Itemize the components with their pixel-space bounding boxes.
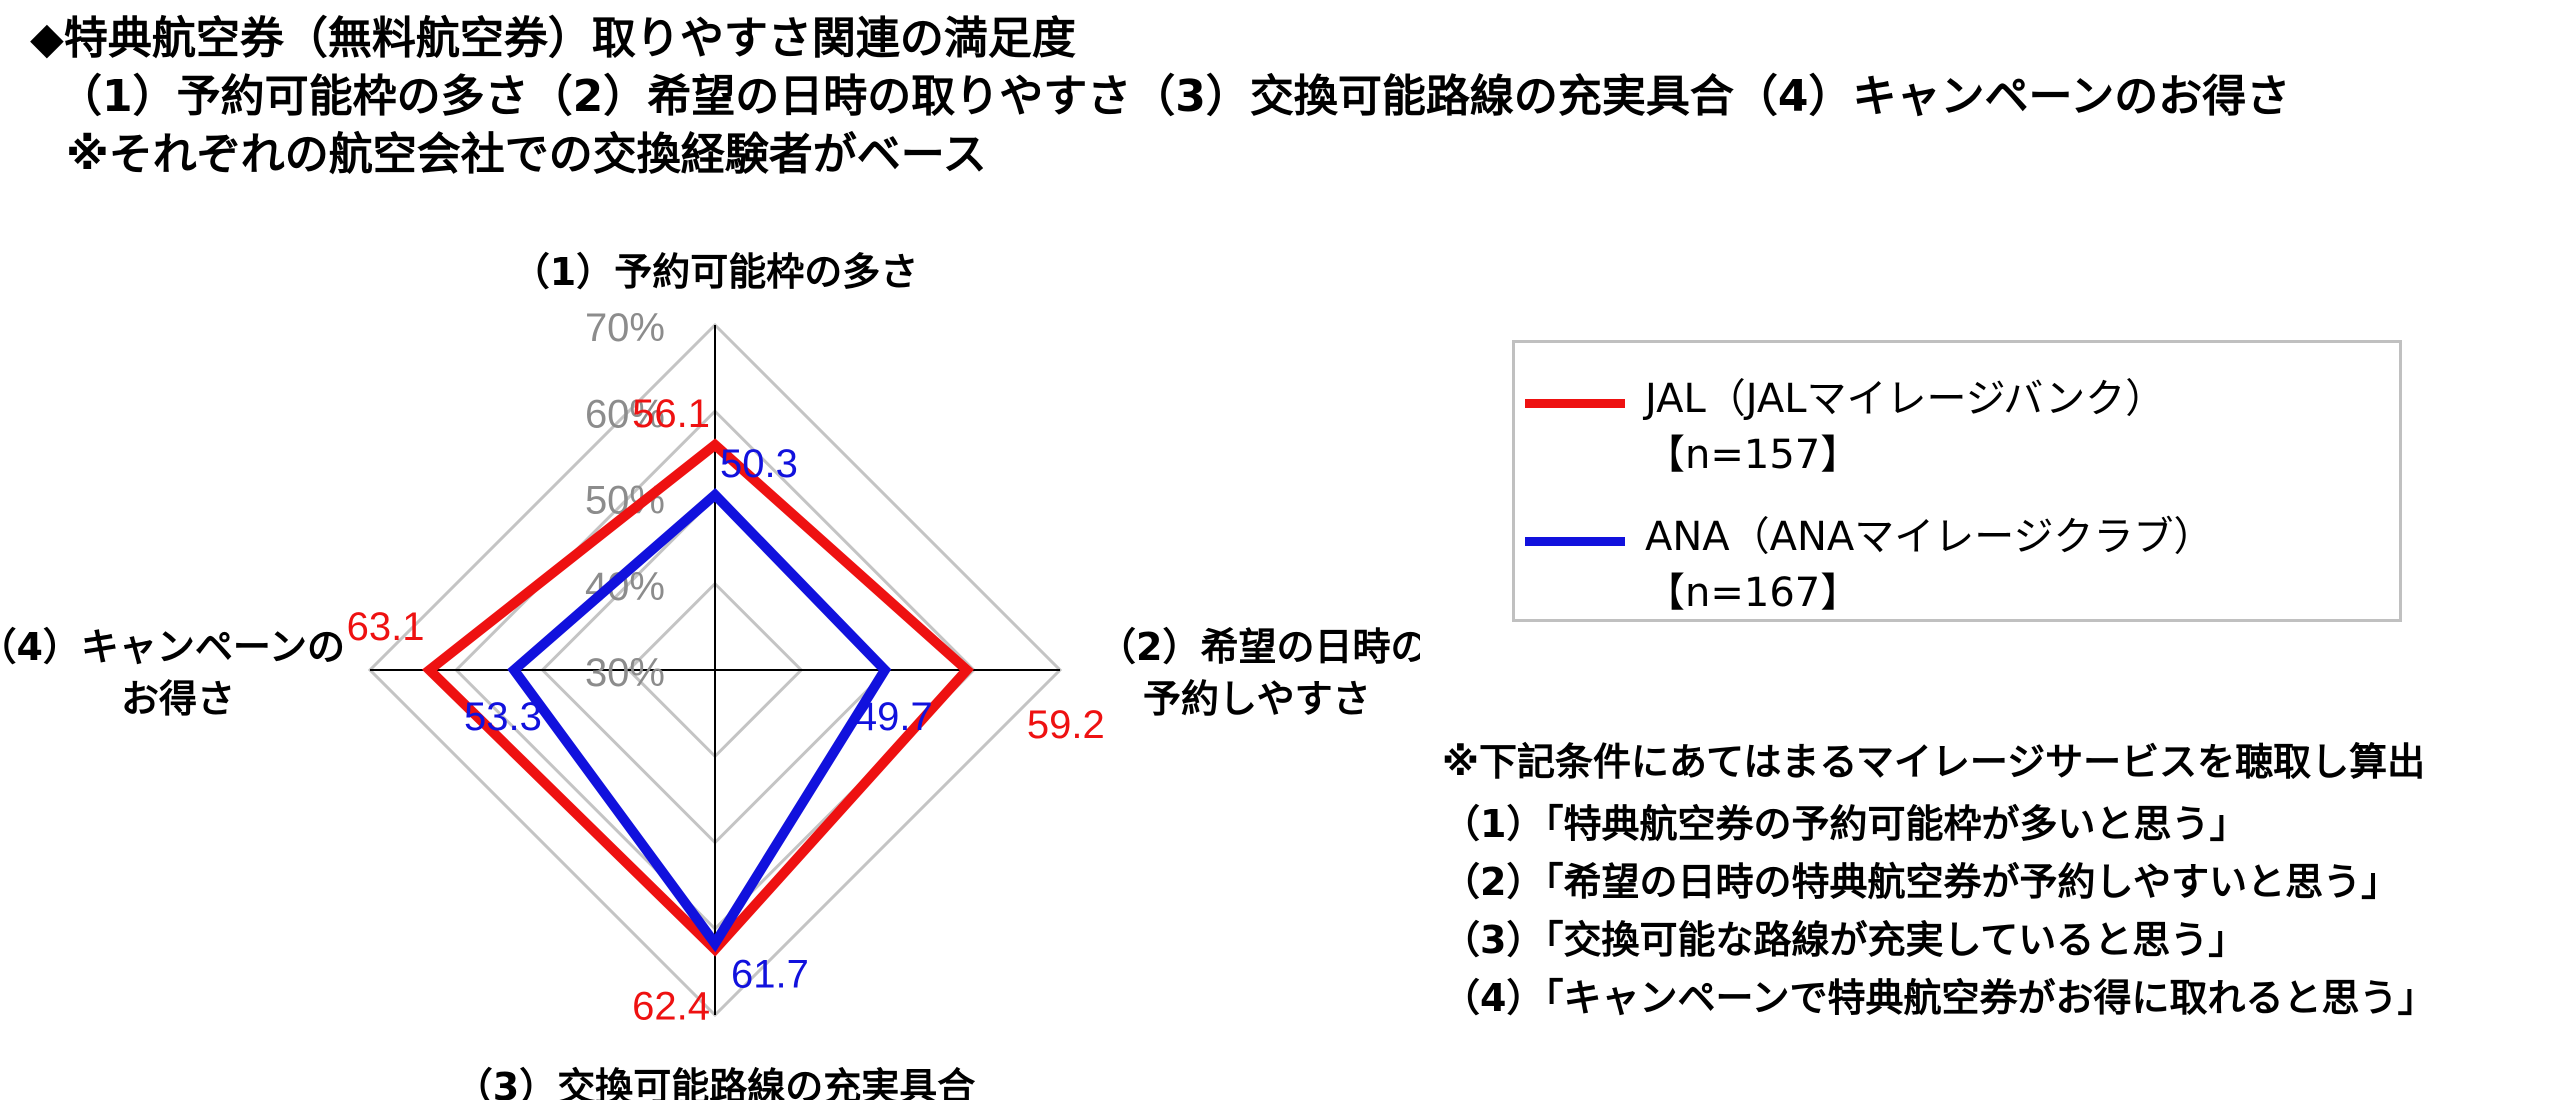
note-item-4: （4）「キャンペーンで特典航空券がお得に取れると思う」 (1442, 976, 2436, 1020)
radar-chart: 30%40%50%60%70%56.159.262.463.150.349.76… (0, 250, 1420, 1100)
chart-subtitle-base: ※それぞれの航空会社での交換経験者がベース (66, 129, 987, 180)
series-line-1 (507, 488, 892, 953)
chart-subtitle-items: （1）予約可能枠の多さ（2）希望の日時の取りやすさ（3）交換可能路線の充実具合（… (58, 71, 2291, 122)
tick-label-0: 30% (585, 651, 665, 695)
legend-label-jal: JAL（JALマイレージバンク） (1645, 376, 2166, 422)
chart-title: ◆特典航空券（無料航空券）取りやすさ関連の満足度 (30, 13, 1076, 64)
value-label-s0-4: 63.1 (347, 605, 425, 649)
axis-label-1-1: （1）予約可能枠の多さ (512, 250, 918, 294)
axis-label-4-1: （4）キャンペーンの (0, 625, 345, 669)
notes: ※下記条件にあてはまるマイレージサービスを聴取し算出 （1）「特典航空券の予約可… (1442, 735, 2436, 1027)
axis-label-3-1: （3）交換可能路線の充実具合 (455, 1065, 975, 1100)
note-item-1: （1）「特典航空券の予約可能枠が多いと思う」 (1442, 802, 2248, 846)
value-label-s1-1: 50.3 (720, 442, 798, 486)
note-item-2: （2）「希望の日時の特典航空券が予約しやすいと思う」 (1442, 860, 2400, 904)
legend-item-jal: JAL（JALマイレージバンク） 【n=157】 (1525, 371, 2166, 483)
tick-label-4: 70% (585, 306, 665, 350)
value-label-s1-4: 53.3 (464, 695, 542, 739)
axis-label-4-2: お得さ (121, 677, 235, 721)
axis-label-2-1: （2）希望の日時の (1098, 625, 1420, 669)
legend-item-ana: ANA（ANAマイレージクラブ） 【n=167】 (1525, 509, 2214, 621)
title-block: ◆特典航空券（無料航空券）取りやすさ関連の満足度 （1）予約可能枠の多さ（2）希… (30, 10, 2290, 184)
notes-heading: ※下記条件にあてはまるマイレージサービスを聴取し算出 (1442, 740, 2426, 784)
value-label-s1-3: 61.7 (731, 952, 809, 996)
legend-swatch-ana (1525, 537, 1625, 546)
note-item-3: （3）「交換可能な路線が充実していると思う」 (1442, 918, 2247, 962)
legend-swatch-jal (1525, 399, 1625, 408)
tick-label-3: 60% (585, 392, 665, 436)
value-label-s1-2: 49.7 (855, 695, 933, 739)
value-label-s0-3: 62.4 (632, 984, 710, 1028)
legend: JAL（JALマイレージバンク） 【n=157】 ANA（ANAマイレージクラブ… (1512, 340, 2402, 622)
axis-label-2-2: 予約しやすさ (1143, 677, 1371, 721)
value-label-s0-1: 56.1 (632, 392, 710, 436)
legend-n-jal: 【n=157】 (1645, 432, 1861, 478)
legend-n-ana: 【n=167】 (1645, 570, 1861, 616)
value-label-s0-2: 59.2 (1027, 703, 1105, 747)
legend-label-ana: ANA（ANAマイレージクラブ） (1645, 514, 2214, 560)
